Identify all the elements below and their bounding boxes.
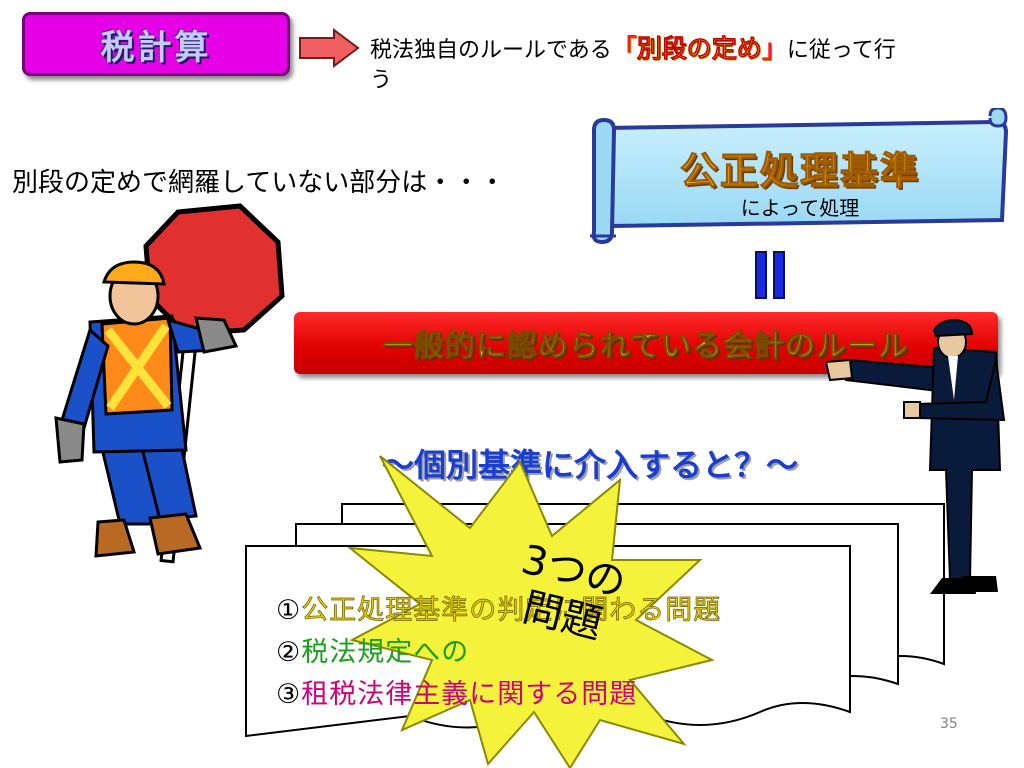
rule-line: 税法独自のルールである「別段の定め」に従って行 (370, 34, 1020, 66)
rule-suffix: に従って行 (786, 38, 896, 63)
accounting-rule-label: 一般的に認められている会計のルール (382, 329, 910, 365)
title-box: 税計算 (22, 12, 290, 76)
issue-mark-2: ② (276, 637, 302, 668)
scroll-title: 公正処理基準 (679, 148, 920, 193)
issue-text-3: 租税法律主義に関する問題 (301, 679, 638, 710)
equals-sign-icon (755, 251, 785, 299)
quote-close: 」 (761, 34, 787, 63)
not-covered-text: 別段の定めで網羅していない部分は・・・ (12, 168, 506, 198)
issue-mark-1: ① (276, 595, 302, 626)
rule-emphasis: 「別段の定め」 (611, 34, 787, 64)
issue-text-1: 公正処理基準の判定に関わる問題 (301, 595, 722, 627)
question-heading: ～個別基準に介入すると？～ (381, 446, 798, 484)
rule-prefix: 税法独自のルールである (370, 38, 612, 63)
issue-item-3: ③租税法律主義に関する問題 (276, 672, 637, 711)
scroll-subtitle: によって処理 (740, 196, 860, 220)
scroll-banner (590, 108, 1009, 245)
quote-open: 「 (611, 34, 637, 63)
issue-mark-3: ③ (276, 679, 302, 710)
right-arrow-icon (299, 28, 360, 68)
issue-text-2: 税法規定への (301, 637, 470, 668)
rule-emphasis-text: 別段の定め (636, 34, 762, 64)
title-box-label: 税計算 (100, 27, 212, 68)
issue-item-2: ②税法規定への (276, 630, 469, 669)
rule-wrap: う (370, 68, 393, 93)
page-number: 35 (940, 716, 958, 732)
issue-item-1: ①公正処理基準の判定に関わる問題 (276, 588, 721, 627)
